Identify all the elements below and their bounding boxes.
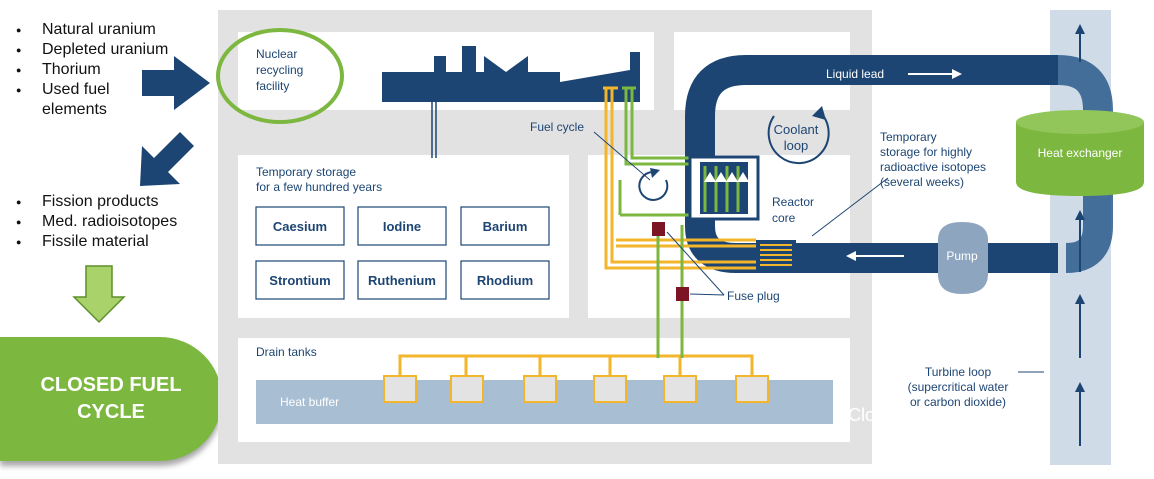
output-arrow-icon xyxy=(140,132,194,186)
temp-storage-isotopes-label: radioactive isotopes xyxy=(880,160,986,174)
output-materials-list: Fission products Med. radioisotopes Fiss… xyxy=(12,192,177,252)
closed-fuel-cycle-label: CLOSED FUEL CYCLE xyxy=(40,374,182,423)
turbine-column xyxy=(1050,10,1111,465)
factory-icon xyxy=(382,46,640,102)
output-item: Fission products xyxy=(16,192,177,212)
reactor-core-vessel xyxy=(688,155,760,221)
element-label: Iodine xyxy=(383,219,421,234)
fuse-plug-2 xyxy=(676,287,689,301)
closed-fuel-cycle-banner: CLOSED FUEL CYCLE xyxy=(0,337,222,461)
drain-tank xyxy=(523,375,557,403)
element-label: Caesium xyxy=(273,219,327,234)
input-item: Natural uranium xyxy=(16,20,168,40)
drain-tanks-label: Drain tanks xyxy=(256,345,317,359)
temp-storage-isotopes-label: storage for highly xyxy=(880,145,972,159)
element-box-barium xyxy=(460,206,550,246)
fuse-plug-1 xyxy=(652,222,665,236)
pump-shape xyxy=(938,222,988,294)
turbine-loop-label: (supercritical water xyxy=(908,380,1009,394)
element-label: Rhodium xyxy=(477,273,533,288)
temp-storage-isotopes-label: (several weeks) xyxy=(880,175,964,189)
input-item: Used fuel elements xyxy=(16,80,132,120)
heat-exchanger-label: Heat exchanger xyxy=(1038,146,1123,160)
drain-tank xyxy=(735,375,769,403)
recycling-label: facility xyxy=(256,79,289,93)
element-box-ruthenium xyxy=(357,260,447,300)
heat-exchanger-cylinder xyxy=(1016,122,1144,196)
fuel-cycle-icon xyxy=(638,171,669,201)
down-arrow-icon xyxy=(72,265,126,324)
drain-tank xyxy=(663,375,697,403)
recycling-label: Nuclear xyxy=(256,47,297,61)
coolant-loop-label: loop xyxy=(784,138,809,153)
drain-tanks-panel xyxy=(238,338,850,442)
heat-buffer-label: Heat buffer xyxy=(280,395,339,409)
temp-storage-isotopes-label: Temporary xyxy=(880,130,937,144)
fuel-cycle-label: Fuel cycle xyxy=(530,120,584,134)
liquid-lead-label: Liquid lead xyxy=(826,67,884,81)
plant-background xyxy=(218,10,872,464)
liquid-lead-arrow-icon xyxy=(952,69,962,79)
temp-storage-label: for a few hundred years xyxy=(256,180,382,194)
element-box-iodine xyxy=(357,206,447,246)
input-materials-list: Natural uranium Depleted uranium Thorium… xyxy=(12,20,168,120)
storage-panel xyxy=(238,155,569,318)
element-label: Barium xyxy=(483,219,528,234)
reactor-core-label: Reactor xyxy=(772,195,814,209)
drain-tank xyxy=(383,375,417,403)
coolant-cycle-icon xyxy=(767,111,830,165)
temp-storage-label: Temporary storage xyxy=(256,165,356,179)
recycling-panel xyxy=(238,32,654,110)
return-flow-arrow-icon xyxy=(846,251,856,261)
fuse-plug-label: Fuse plug xyxy=(727,289,780,303)
element-label: Strontium xyxy=(269,273,330,288)
storage-coil xyxy=(756,240,796,270)
clipped-overlay-text: Clo xyxy=(848,405,875,425)
element-label: Ruthenium xyxy=(368,273,436,288)
turbine-loop-label: or carbon dioxide) xyxy=(910,395,1006,409)
drain-tank xyxy=(450,375,484,403)
reactor-panel xyxy=(588,155,850,318)
element-box-strontium xyxy=(255,260,345,300)
turbine-loop-label: Turbine loop xyxy=(925,365,992,379)
recycling-highlight-circle xyxy=(216,28,344,124)
coolant-loop-pipe xyxy=(685,55,1058,273)
pump-label: Pump xyxy=(946,249,978,263)
top-right-panel xyxy=(674,32,850,110)
output-item: Fissile material xyxy=(16,232,177,252)
coolant-loop-label: Coolant xyxy=(774,122,819,137)
output-item: Med. radioisotopes xyxy=(16,212,177,232)
input-item: Thorium xyxy=(16,60,168,80)
drain-tank xyxy=(593,375,627,403)
element-box-rhodium xyxy=(460,260,550,300)
recycling-label: recycling xyxy=(256,63,303,77)
reactor-core-label: core xyxy=(772,211,796,225)
heat-buffer-bar xyxy=(256,380,833,424)
input-item: Depleted uranium xyxy=(16,40,168,60)
element-box-caesium xyxy=(255,206,345,246)
